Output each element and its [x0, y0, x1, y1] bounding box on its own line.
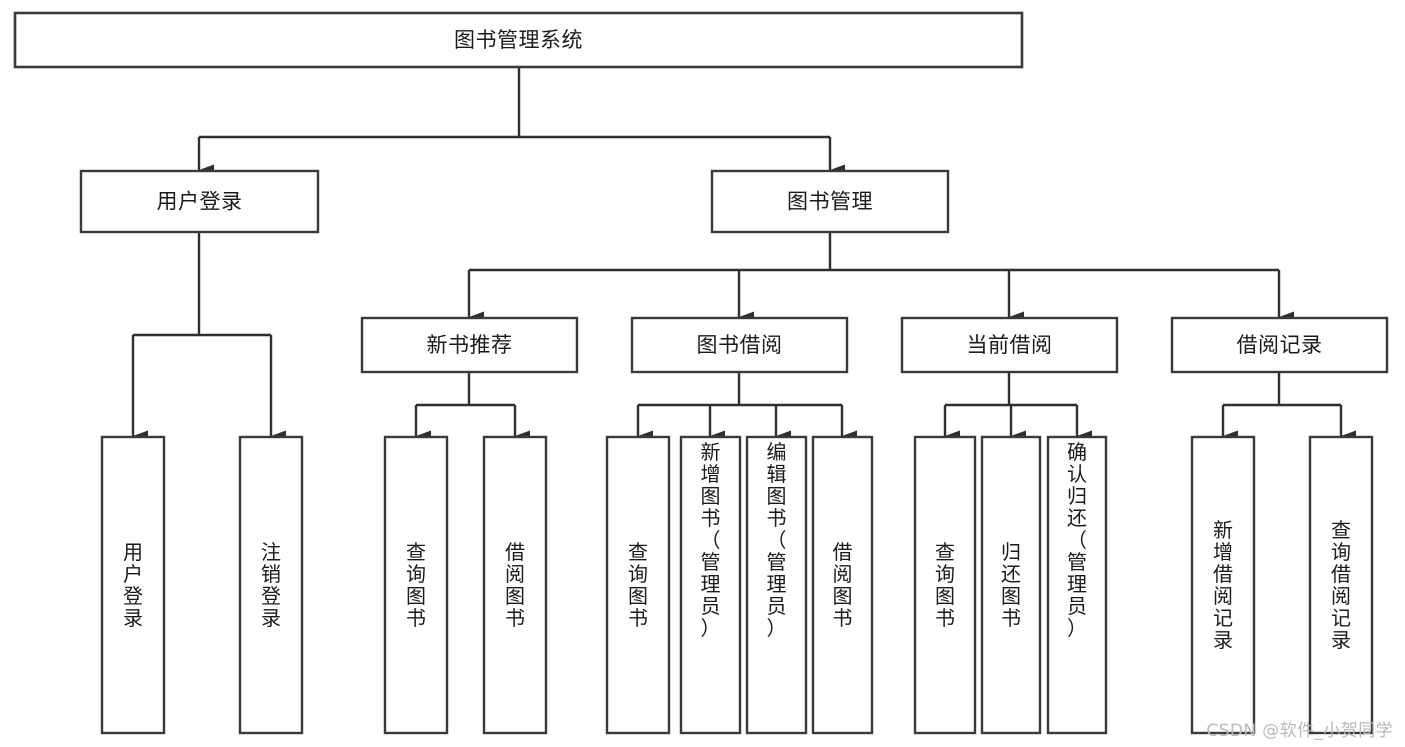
node-book-management[interactable]: 图书管理 [710, 169, 950, 234]
node-label: 图书管理系统 [454, 28, 583, 52]
node-label: 借阅图书 [833, 540, 853, 630]
node-leaf-borrow-borrow-book[interactable]: 借阅图书 [811, 435, 874, 735]
node-new-book-recommend[interactable]: 新书推荐 [360, 316, 579, 374]
node-label: 借阅图书 [505, 540, 525, 630]
node-box [100, 435, 166, 735]
node-box [238, 435, 304, 735]
node-box [679, 435, 742, 735]
node-label: 注销登录 [261, 540, 281, 630]
connector-layer [131, 67, 1356, 442]
node-label: 借阅记录 [1237, 333, 1323, 357]
node-box [1308, 435, 1374, 735]
node-box [79, 169, 320, 234]
node-leaf-record-add[interactable]: 新增借阅记录 [1190, 435, 1256, 735]
node-box [745, 435, 808, 735]
node-leaf-current-confirm-return[interactable]: 确认归还（管理员） [1046, 435, 1108, 735]
node-current-borrow[interactable]: 当前借阅 [900, 316, 1119, 374]
node-box [605, 435, 671, 735]
node-label: 归还图书 [1001, 540, 1021, 630]
node-box [1170, 316, 1389, 374]
node-box [482, 435, 548, 735]
node-label: 查询借阅记录 [1331, 518, 1351, 652]
node-user-login[interactable]: 用户登录 [79, 169, 320, 234]
node-book-borrow[interactable]: 图书借阅 [630, 316, 849, 374]
node-root[interactable]: 图书管理系统 [13, 11, 1024, 69]
node-leaf-borrow-add-book[interactable]: 新增图书（管理员） [679, 435, 742, 735]
node-box [1046, 435, 1108, 735]
node-leaf-borrow-query-book[interactable]: 查询图书 [605, 435, 671, 735]
node-label: 查询图书 [628, 540, 648, 630]
node-box [900, 316, 1119, 374]
node-label: 当前借阅 [967, 333, 1053, 357]
node-box [630, 316, 849, 374]
node-leaf-recommend-borrow-book[interactable]: 借阅图书 [482, 435, 548, 735]
node-label: 查询图书 [935, 540, 955, 630]
node-label: 编辑图书（管理员） [767, 440, 787, 640]
node-leaf-current-query-book[interactable]: 查询图书 [913, 435, 977, 735]
node-box [13, 11, 1024, 69]
node-label: 新书推荐 [427, 333, 513, 357]
node-label: 确认归还（管理员） [1067, 440, 1087, 640]
node-label: 用户登录 [123, 540, 143, 630]
node-leaf-borrow-edit-book[interactable]: 编辑图书（管理员） [745, 435, 808, 735]
node-box [811, 435, 874, 735]
node-box [360, 316, 579, 374]
node-box [710, 169, 950, 234]
node-leaf-recommend-query-book[interactable]: 查询图书 [383, 435, 449, 735]
node-leaf-current-return-book[interactable]: 归还图书 [980, 435, 1042, 735]
node-leaf-record-query[interactable]: 查询借阅记录 [1308, 435, 1374, 735]
node-label: 用户登录 [157, 190, 243, 214]
node-box [980, 435, 1042, 735]
node-label: 图书借阅 [697, 333, 783, 357]
node-layer: 图书管理系统用户登录图书管理新书推荐图书借阅当前借阅借阅记录用户登录注销登录查询… [13, 11, 1389, 735]
node-label: 新增图书（管理员） [701, 440, 721, 640]
node-box [383, 435, 449, 735]
node-box [913, 435, 977, 735]
node-label: 图书管理 [787, 190, 873, 214]
node-leaf-user-logout[interactable]: 注销登录 [238, 435, 304, 735]
node-label: 查询图书 [406, 540, 426, 630]
node-label: 新增借阅记录 [1213, 518, 1233, 652]
node-borrow-record[interactable]: 借阅记录 [1170, 316, 1389, 374]
node-leaf-user-login[interactable]: 用户登录 [100, 435, 166, 735]
node-box [1190, 435, 1256, 735]
